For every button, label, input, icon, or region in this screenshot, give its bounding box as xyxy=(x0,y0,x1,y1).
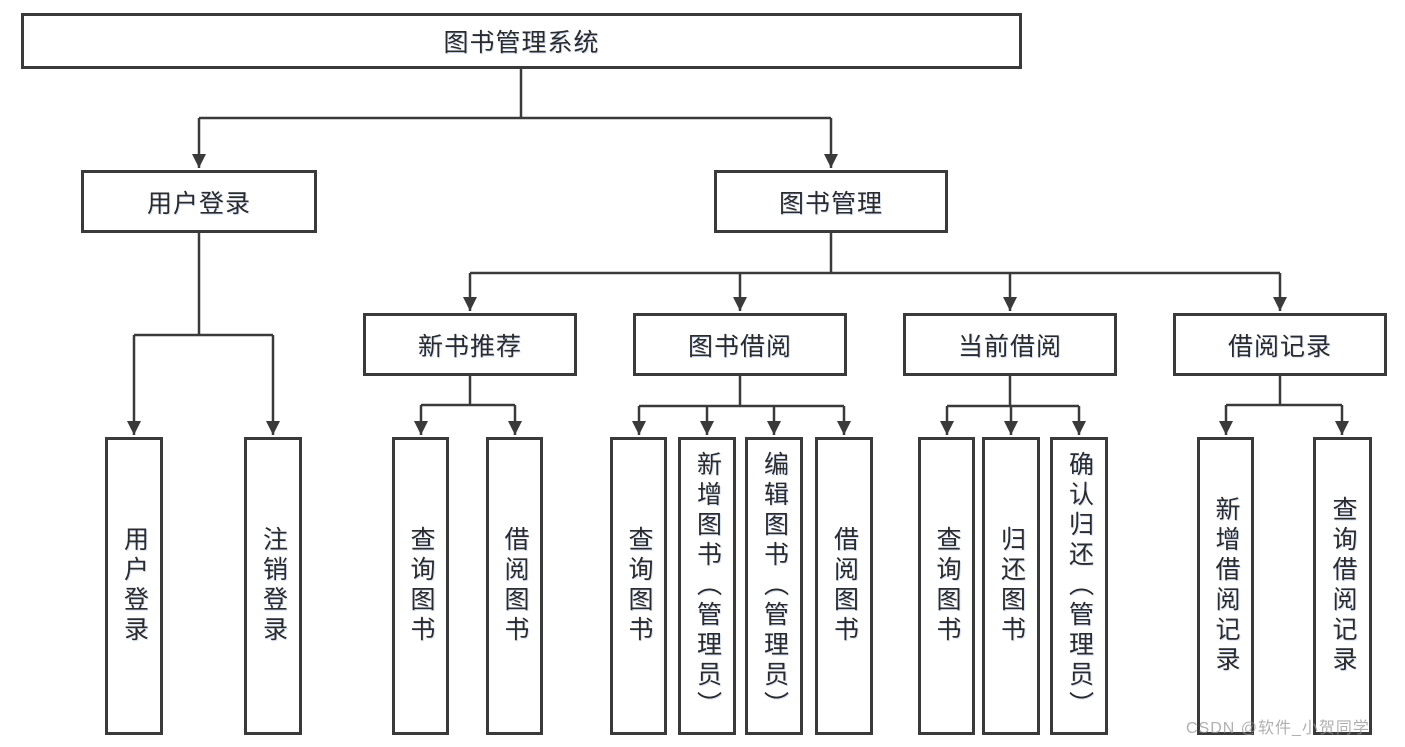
node-user-login-branch: 用户登录 xyxy=(81,170,317,233)
node-leaf-borrow-book-2: 借阅图书 xyxy=(815,437,873,735)
node-label: 查询图书 xyxy=(933,526,961,646)
node-leaf-user-login: 用户登录 xyxy=(105,437,163,735)
node-leaf-edit-book-admin: 编辑图书（管理员） xyxy=(745,437,803,735)
node-leaf-query-book-1: 查询图书 xyxy=(392,437,449,735)
node-leaf-query-book-3: 查询图书 xyxy=(918,437,975,735)
node-label: 查询图书 xyxy=(407,526,435,646)
node-label: 查询借阅记录 xyxy=(1329,496,1357,676)
node-new-book-recommend: 新书推荐 xyxy=(363,313,577,376)
node-label: 用户登录 xyxy=(120,526,149,646)
node-label: 新增借阅记录 xyxy=(1212,496,1240,676)
node-leaf-borrow-book-1: 借阅图书 xyxy=(486,437,543,735)
node-leaf-add-borrow-record: 新增借阅记录 xyxy=(1197,437,1254,735)
csdn-watermark: CSDN @软件_小贺同学 xyxy=(1186,720,1370,737)
node-leaf-logout: 注销登录 xyxy=(244,437,302,735)
node-borrow-records: 借阅记录 xyxy=(1173,313,1387,376)
node-label: 注销登录 xyxy=(259,526,288,646)
node-label: 确认归还（管理员） xyxy=(1065,451,1094,721)
node-book-borrowing: 图书借阅 xyxy=(633,313,847,376)
node-leaf-confirm-return-admin: 确认归还（管理员） xyxy=(1050,437,1108,735)
node-current-borrowing: 当前借阅 xyxy=(903,313,1117,376)
node-book-management-branch: 图书管理 xyxy=(714,170,948,233)
node-root-system: 图书管理系统 xyxy=(21,13,1022,69)
node-label: 编辑图书（管理员） xyxy=(760,451,789,721)
node-leaf-return-book: 归还图书 xyxy=(982,437,1040,735)
node-leaf-query-borrow-record: 查询借阅记录 xyxy=(1313,437,1372,735)
node-label: 借阅图书 xyxy=(830,526,859,646)
node-leaf-add-book-admin: 新增图书（管理员） xyxy=(678,437,736,735)
node-label: 新增图书（管理员） xyxy=(693,451,722,721)
node-label: 借阅图书 xyxy=(501,526,529,646)
node-label: 归还图书 xyxy=(997,526,1026,646)
node-leaf-query-book-2: 查询图书 xyxy=(610,437,667,735)
node-label: 查询图书 xyxy=(625,526,653,646)
